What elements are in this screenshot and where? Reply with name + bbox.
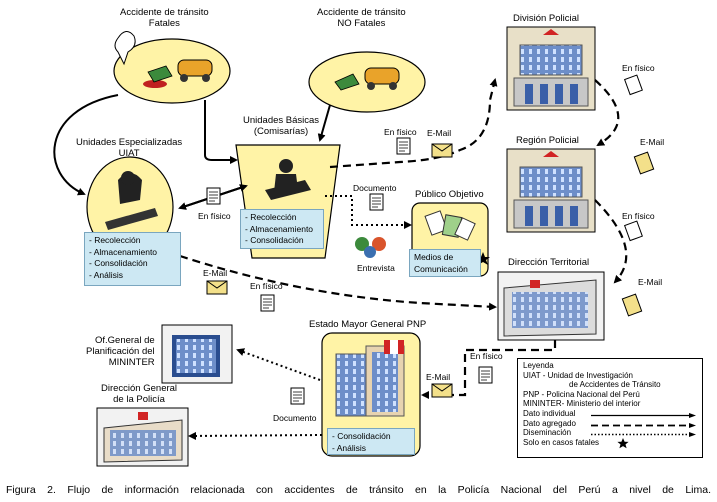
arrow-basicas-publico bbox=[325, 195, 412, 229]
mininter-building bbox=[161, 324, 233, 384]
email-icon bbox=[621, 293, 643, 317]
star-icon bbox=[617, 437, 629, 449]
activity-item: - Consolidación bbox=[89, 258, 148, 268]
legend: Leyenda UIAT - Unidad de Investigación d… bbox=[517, 358, 703, 458]
uiat-title: Unidades Especializadas UIAT bbox=[76, 137, 183, 159]
direccion-general-building bbox=[96, 407, 189, 467]
document-icon bbox=[623, 74, 643, 96]
document-icon bbox=[369, 193, 384, 211]
document-icon bbox=[623, 220, 643, 242]
activity-item: - Análisis bbox=[332, 442, 367, 453]
document-icon bbox=[260, 294, 275, 312]
division-title: División Policial bbox=[513, 13, 579, 24]
region-building bbox=[506, 148, 596, 233]
activity-item: - Almacenamiento bbox=[245, 223, 314, 234]
arrow-uiat-territorial bbox=[179, 254, 497, 311]
email-icon bbox=[633, 151, 655, 175]
edge-label-email: E-Mail bbox=[638, 277, 663, 287]
edge-label-en-fisico: En físico bbox=[198, 211, 231, 221]
figure-caption: Figura 2. Flujo de información relaciona… bbox=[6, 484, 711, 496]
no-fatales-scene bbox=[308, 51, 426, 113]
fatales-title: Accidente de tránsito Fatales bbox=[120, 7, 209, 29]
planificacion-title: Of.General de Planificación del MININTER bbox=[86, 335, 155, 368]
activity-item: - Consolidación bbox=[332, 431, 391, 441]
edge-label-email: E-Mail bbox=[427, 128, 452, 138]
estado-mayor-title: Estado Mayor General PNP bbox=[309, 319, 427, 330]
division-building bbox=[506, 26, 596, 111]
document-icon bbox=[206, 187, 221, 205]
legend-line: MININTER- Ministerio del interior bbox=[523, 399, 641, 409]
arrow-fatales-uiat bbox=[53, 94, 119, 196]
activity-item: - Consolidación bbox=[245, 235, 304, 245]
direccion-general-title: Dirección General de la Policía bbox=[101, 383, 178, 405]
arrow-basicas-division bbox=[329, 78, 498, 169]
legend-line: PNP - Policina Nacional del Perú bbox=[523, 389, 640, 399]
email-icon bbox=[206, 280, 228, 295]
estado-mayor-shape bbox=[321, 332, 421, 457]
arrow-region-territorial bbox=[594, 199, 628, 284]
entrevista-icon bbox=[355, 237, 386, 258]
territorial-building bbox=[497, 271, 605, 341]
email-icon bbox=[431, 383, 453, 398]
edge-label-entrevista: Entrevista bbox=[357, 263, 395, 273]
arrow-fatales-basicas bbox=[204, 100, 238, 164]
legend-key-diseminacion: Diseminación bbox=[523, 428, 697, 438]
legend-line: de Accidentes de Tránsito bbox=[569, 380, 661, 390]
activity-item: - Recolección bbox=[245, 212, 297, 222]
arrow-division-region bbox=[594, 79, 620, 147]
territorial-title: Dirección Territorial bbox=[508, 257, 590, 268]
region-title: Región Policial bbox=[516, 135, 579, 146]
document-icon bbox=[290, 387, 305, 405]
legend-title: Leyenda bbox=[523, 361, 554, 370]
document-icon bbox=[396, 137, 411, 155]
arrow-estado-direccion bbox=[188, 431, 323, 440]
activity-item: - Recolección bbox=[89, 235, 141, 245]
activity-item: - Análisis bbox=[89, 269, 124, 280]
estado-mayor-activities: - Consolidación - Análisis bbox=[327, 428, 415, 455]
edge-label-en-fisico: En físico bbox=[384, 127, 417, 137]
edge-label-en-fisico: En físico bbox=[622, 211, 655, 221]
publico-box: Medios de Comunicación bbox=[409, 249, 481, 277]
basicas-title: Unidades Básicas (Comisarías) bbox=[243, 115, 320, 137]
activity-item: - Almacenamiento bbox=[89, 246, 158, 257]
legend-key-individual: Dato individual bbox=[523, 409, 697, 419]
edge-label-email: E-Mail bbox=[203, 268, 228, 278]
no-fatales-title: Accidente de tránsito NO Fatales bbox=[317, 7, 406, 29]
medios-label: Medios de Comunicación bbox=[414, 252, 468, 274]
edge-label-en-fisico: En físico bbox=[250, 281, 283, 291]
legend-key-fatales: Solo en casos fatales bbox=[523, 437, 697, 449]
arrow-nofatales-basicas bbox=[317, 104, 331, 142]
edge-label-en-fisico: En físico bbox=[470, 351, 503, 361]
edge-label-email: E-Mail bbox=[426, 372, 451, 382]
fatales-scene bbox=[113, 31, 231, 104]
edge-label-documento: Documento bbox=[273, 413, 317, 423]
legend-line: UIAT - Unidad de Investigación bbox=[523, 370, 633, 380]
publico-title: Público Objetivo bbox=[415, 189, 484, 200]
edge-label-documento: Documento bbox=[353, 183, 397, 193]
edge-label-en-fisico: En físico bbox=[622, 63, 655, 73]
legend-key-agregado: Dato agregado bbox=[523, 419, 697, 429]
email-icon bbox=[431, 143, 453, 158]
uiat-activities: - Recolección - Almacenamiento - Consoli… bbox=[84, 232, 181, 286]
document-icon bbox=[478, 366, 493, 384]
arrow-estado-mininter bbox=[236, 348, 321, 381]
basicas-activities: - Recolección - Almacenamiento - Consoli… bbox=[240, 209, 324, 249]
edge-label-email: E-Mail bbox=[640, 137, 665, 147]
